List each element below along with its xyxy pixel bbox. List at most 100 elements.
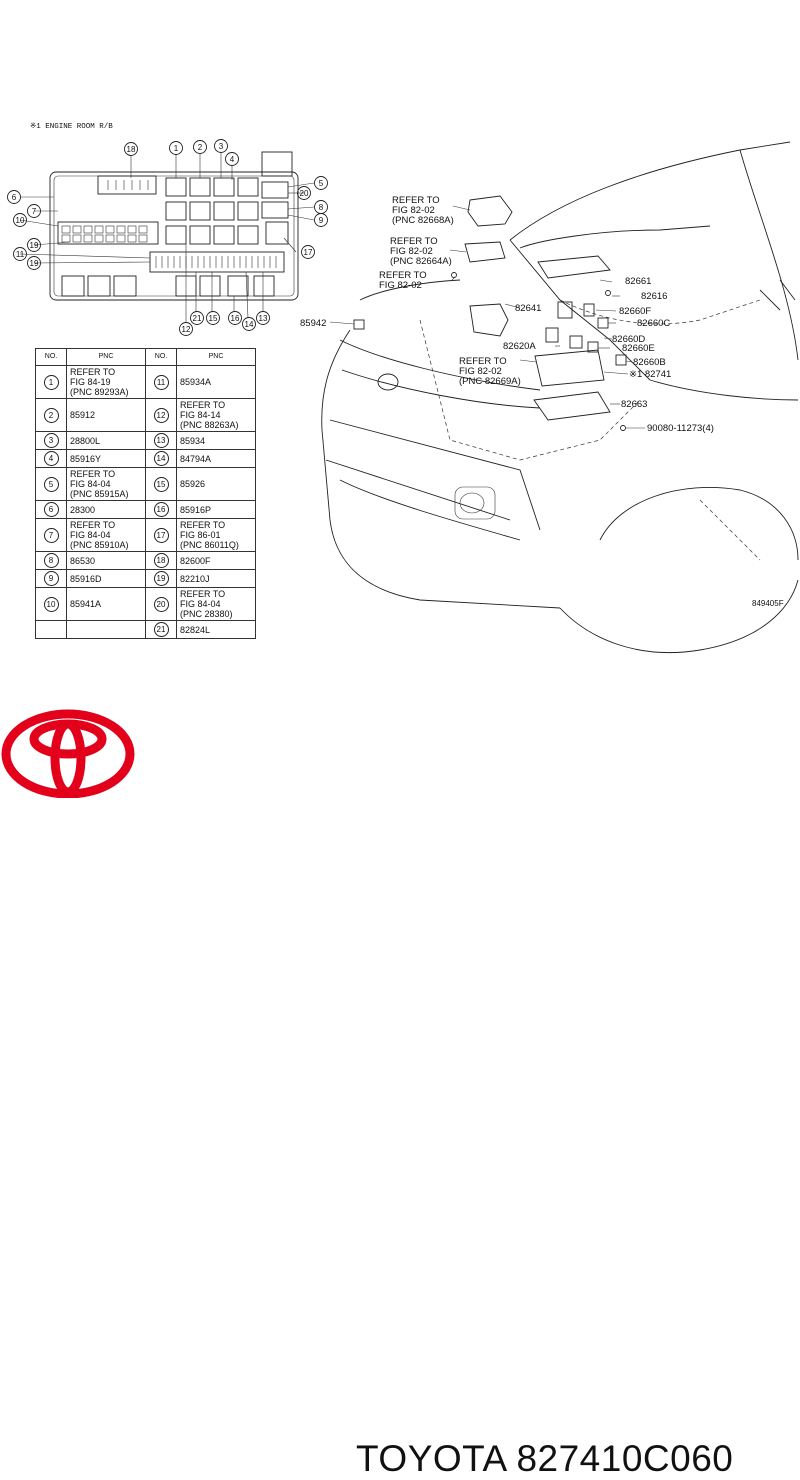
svg-text:8: 8 [319, 203, 324, 212]
row-number-circle: 15 [153, 476, 169, 492]
svg-text:(PNC 82669A): (PNC 82669A) [459, 376, 521, 387]
row-number: 11 [145, 365, 177, 399]
row-number-circle: 8 [43, 553, 59, 568]
row-number-circle: 6 [43, 502, 59, 517]
callout-6: 6 [7, 190, 21, 204]
row-number: 18 [145, 551, 177, 570]
callout-5: 5 [314, 176, 328, 190]
header-title: ※1 ENGINE ROOM R/B [30, 122, 113, 131]
row-pnc: 85916Y [66, 449, 146, 468]
svg-text:(PNC 82664A): (PNC 82664A) [390, 256, 452, 267]
svg-text:FIG 82-02: FIG 82-02 [390, 246, 433, 257]
col-pnc-header: PNC [66, 348, 146, 366]
row-number: 14 [145, 449, 177, 468]
row-number: 8 [35, 551, 67, 570]
svg-text:19: 19 [30, 259, 39, 268]
row-number: 15 [145, 467, 177, 501]
row-number: 12 [145, 398, 177, 432]
row-pnc: REFER TO FIG 84-04 (PNC 85910A) [66, 518, 146, 552]
svg-text:REFER TO: REFER TO [459, 356, 507, 367]
svg-text:(PNC 82668A): (PNC 82668A) [392, 215, 454, 226]
row-number-circle: 11 [153, 374, 169, 390]
row-pnc: 85934A [176, 365, 256, 399]
row-number: 13 [145, 431, 177, 450]
row-number-circle: 9 [43, 571, 59, 586]
parts-diagram: ※1 ENGINE ROOM R/B [7, 122, 799, 654]
svg-text:3: 3 [219, 142, 224, 151]
toyota-logo [1, 709, 135, 798]
callout-19: 19 [27, 238, 41, 252]
row-number-circle: 14 [153, 451, 169, 466]
part-82616: 82616 [641, 291, 667, 302]
row-number: 2 [35, 398, 67, 432]
ref-note-82668a: REFER TO FIG 82-02 (PNC 82668A) [392, 195, 454, 226]
callout-19b: 19 [27, 256, 41, 270]
row-number-circle: 3 [43, 433, 59, 448]
row-number-circle: 5 [43, 476, 59, 492]
row-number-circle: 17 [153, 527, 169, 543]
svg-text:10: 10 [16, 216, 25, 225]
brand-part-number: TOYOTA 827410C060 [356, 1438, 734, 1479]
part-82660F: 82660F [619, 306, 651, 317]
ref-note-82-02: REFER TO FIG 82-02 [379, 270, 427, 291]
part-82663: 82663 [621, 399, 647, 410]
row-number: 20 [145, 587, 177, 621]
row-pnc [66, 620, 146, 639]
row-pnc: 82600F [176, 551, 256, 570]
svg-text:FIG 82-02: FIG 82-02 [379, 280, 422, 291]
part-82661: 82661 [625, 276, 651, 287]
callout-8: 8 [314, 200, 328, 214]
callout-2: 2 [193, 140, 207, 154]
row-number-circle: 19 [153, 571, 169, 586]
callout-13: 13 [256, 311, 270, 325]
svg-text:REFER TO: REFER TO [379, 270, 427, 281]
row-pnc: 85934 [176, 431, 256, 450]
svg-text:14: 14 [245, 320, 254, 329]
row-number: 4 [35, 449, 67, 468]
row-number-circle: 18 [153, 553, 169, 568]
row-number-circle: 16 [153, 502, 169, 517]
svg-text:FIG 82-02: FIG 82-02 [392, 205, 435, 216]
svg-text:1: 1 [174, 144, 179, 153]
callout-15: 15 [206, 311, 220, 325]
row-pnc: REFER TO FIG 86-01 (PNC 86011Q) [176, 518, 256, 552]
part-82741: ※1 82741 [629, 369, 671, 380]
col-pnc-header: PNC [176, 348, 256, 366]
fuse-box-drawing [19, 151, 315, 322]
row-pnc: 82210J [176, 569, 256, 588]
row-pnc: 28800L [66, 431, 146, 450]
row-number-circle: 1 [43, 374, 59, 390]
row-pnc: REFER TO FIG 84-14 (PNC 88263A) [176, 398, 256, 432]
ref-note-82664a: REFER TO FIG 82-02 (PNC 82664A) [390, 236, 452, 267]
svg-text:9: 9 [319, 216, 324, 225]
col-no-header: NO. [145, 348, 177, 366]
part-82641: 82641 [515, 303, 541, 314]
callout-11: 11 [13, 247, 27, 261]
row-pnc: 82824L [176, 620, 256, 639]
row-number-circle: 21 [153, 622, 169, 637]
svg-text:12: 12 [182, 325, 191, 334]
part-82660B: 82660B [633, 357, 666, 368]
row-number: 6 [35, 500, 67, 519]
svg-text:13: 13 [259, 314, 268, 323]
row-number: 7 [35, 518, 67, 552]
callout-14: 14 [242, 317, 256, 331]
row-number: 21 [145, 620, 177, 639]
part-82660E: 82660E [622, 343, 655, 354]
svg-text:5: 5 [319, 179, 324, 188]
svg-text:15: 15 [209, 314, 218, 323]
callout-7: 7 [27, 204, 41, 218]
svg-text:18: 18 [127, 145, 136, 154]
row-pnc: 85941A [66, 587, 146, 621]
svg-text:16: 16 [231, 314, 240, 323]
row-number: 3 [35, 431, 67, 450]
row-number: 9 [35, 569, 67, 588]
row-pnc: 86530 [66, 551, 146, 570]
